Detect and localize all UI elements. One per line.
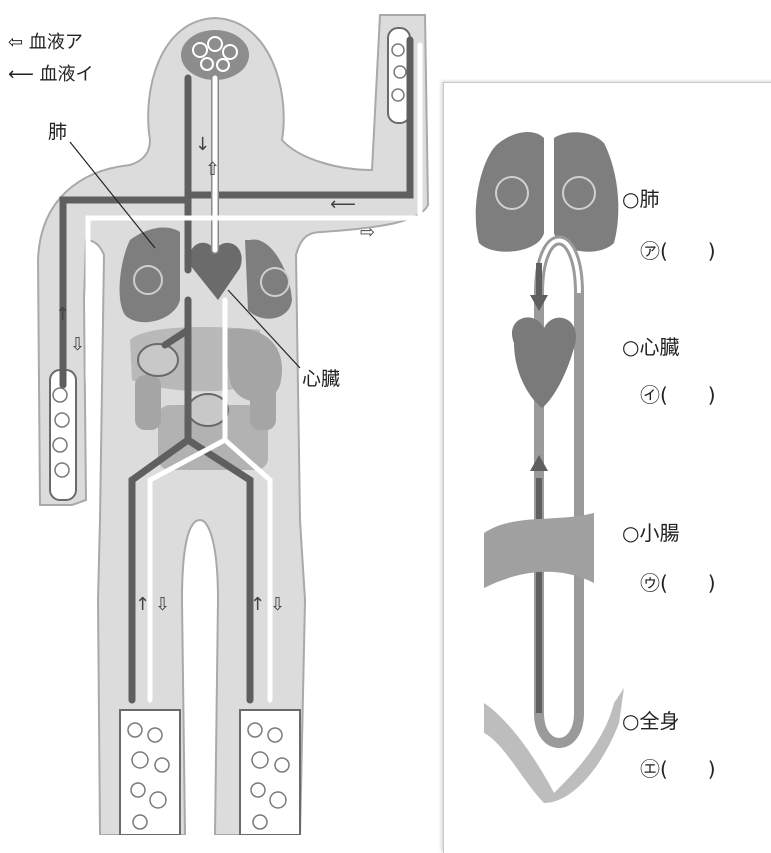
panel-item-whole-body: ○全身: [622, 705, 679, 734]
panel-heart-icon: [512, 317, 576, 408]
answer-blank-c[interactable]: ㋒( ): [640, 567, 716, 596]
svg-text:⇨: ⇨: [360, 222, 375, 243]
panel-item-small-intestine: ○小腸: [622, 517, 679, 546]
svg-text:↑: ↑: [55, 304, 70, 325]
circulation-loop: [539, 241, 579, 744]
answer-blank-d[interactable]: ㋓( ): [640, 753, 716, 782]
svg-text:↑: ↑: [250, 594, 265, 615]
svg-text:↓: ↓: [195, 134, 210, 155]
kidney-area-2: [250, 375, 276, 430]
svg-text:⇧: ⇧: [205, 159, 220, 180]
panel-item-lung: ○肺: [622, 183, 659, 212]
legend-blood-b-label: 血液イ: [40, 64, 94, 85]
panel-illustration: [444, 83, 771, 843]
lung-label: 肺: [48, 117, 67, 144]
legend-blood-a: ⇦ 血液ア: [8, 28, 83, 54]
panel-lungs-icon: [476, 132, 544, 252]
leg-capillary-left: [120, 710, 180, 835]
kidney-area: [135, 375, 161, 430]
organ-panel: ○肺 ㋐( ) ○心臓 ㋑( ) ○小腸 ㋒( ) ○全身 ㋓( ): [443, 82, 771, 853]
answer-blank-b[interactable]: ㋑( ): [640, 379, 716, 408]
svg-text:⇩: ⇩: [70, 334, 85, 355]
heart-label: 心臓: [302, 364, 340, 391]
legend-blood-a-label: 血液ア: [29, 32, 83, 53]
up-arrow-icon: [530, 455, 548, 471]
svg-text:⇩: ⇩: [155, 594, 170, 615]
open-arrow-icon: ⇦: [8, 32, 23, 53]
down-arrow-icon: [530, 295, 548, 311]
circulation-diagram: ↓⇧ ⟵⇨ ↑⇩ ↑⇩ ↑⇩ ⇦ 血液ア ⟵ 血液イ 肺 心臓 ○肺 ㋐( ) …: [0, 0, 771, 835]
svg-text:↑: ↑: [135, 594, 150, 615]
leg-capillary-right: [240, 710, 300, 835]
panel-item-heart: ○心臓: [622, 331, 679, 360]
svg-text:⟵: ⟵: [330, 194, 356, 215]
answer-blank-a[interactable]: ㋐( ): [640, 235, 716, 264]
legend-blood-b: ⟵ 血液イ: [8, 60, 94, 86]
svg-text:⇩: ⇩: [270, 594, 285, 615]
solid-arrow-icon: ⟵: [8, 64, 34, 85]
